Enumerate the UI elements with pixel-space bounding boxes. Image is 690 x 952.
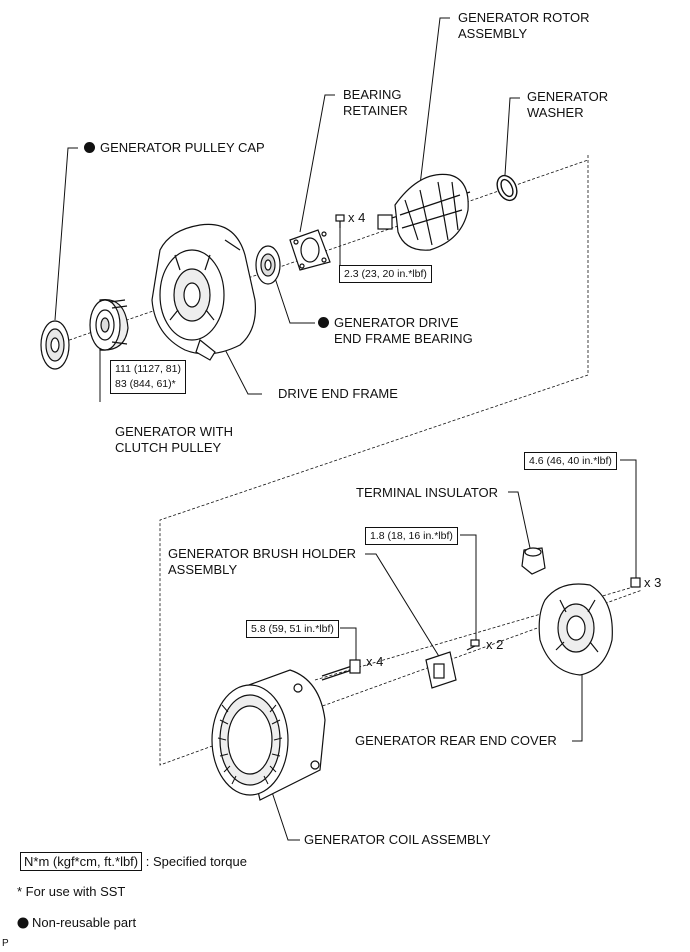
legend-torque: N*m (kgf*cm, ft.*lbf) : Specified torque — [20, 852, 247, 871]
leader-brush-holder — [365, 553, 441, 659]
label-rear-end-cover: GENERATOR REAR END COVER — [355, 733, 557, 748]
non-reusable-dot-icon — [318, 317, 329, 328]
brush-screw-part — [466, 639, 480, 651]
legend-sst-note: * For use with SST — [17, 884, 126, 899]
terminal-insulator-part — [521, 547, 546, 575]
pulley-cap-part — [40, 320, 70, 370]
label-generator-washer: GENERATOR WASHER — [527, 89, 609, 120]
leader-pulley-cap — [54, 147, 78, 321]
drive-end-bearing-part — [255, 245, 281, 285]
qty-brush-screw: x 2 — [486, 637, 504, 652]
leader-terminal-insulator — [508, 491, 531, 549]
torque-rear-nut: 4.6 (46, 40 in.*lbf) — [524, 452, 617, 470]
torque-clutch-pulley: 111 (1127, 81) 83 (844, 61)* — [110, 360, 186, 394]
qty-retainer-screw: x 4 — [348, 210, 366, 225]
legend-non-reusable: Non-reusable part — [32, 915, 137, 930]
leader-rotor — [419, 17, 450, 186]
torque-brush-screw: 1.8 (18, 16 in.*lbf) — [365, 527, 458, 545]
leader-rear-nut-torque — [620, 459, 637, 580]
non-reusable-dot-icon — [84, 142, 95, 153]
label-pulley-cap: GENERATOR PULLEY CAP — [84, 140, 265, 156]
non-reusable-dot-icon — [17, 917, 29, 929]
retainer-screw-part — [335, 214, 345, 228]
label-terminal-insulator: TERMINAL INSULATOR — [356, 485, 499, 500]
label-bearing-retainer: BEARING RETAINER — [343, 87, 408, 118]
leader-bearing-retainer — [299, 94, 335, 233]
qty-rear-nut: x 3 — [644, 575, 662, 590]
through-bolt-part — [321, 659, 361, 681]
rotor-part — [377, 173, 471, 251]
label-drive-end-frame-bearing: GENERATOR DRIVE END FRAME BEARING — [318, 315, 473, 347]
torque-unit-description: : Specified torque — [145, 854, 247, 869]
label-brush-holder: GENERATOR BRUSH HOLDER ASSEMBLY — [168, 546, 357, 577]
rear-end-cover-part — [538, 583, 613, 676]
clutch-pulley-part — [89, 298, 129, 351]
coil-assembly-part — [211, 669, 326, 801]
torque-unit-box: N*m (kgf*cm, ft.*lbf) — [20, 852, 143, 871]
leader-coil-assembly — [267, 779, 300, 841]
torque-through-bolt: 5.8 (59, 51 in.*lbf) — [246, 620, 339, 638]
leader-brush-torque — [460, 534, 477, 640]
leader-rear-end-cover — [572, 675, 583, 742]
leader-drive-end-bearing — [274, 277, 315, 324]
corner-mark: P — [2, 938, 9, 949]
label-coil-assembly: GENERATOR COIL ASSEMBLY — [304, 832, 491, 847]
label-drive-end-frame: DRIVE END FRAME — [278, 386, 398, 401]
leader-washer — [504, 97, 520, 176]
leader-bolt-torque — [340, 627, 357, 662]
torque-retainer-screw: 2.3 (23, 20 in.*lbf) — [339, 265, 432, 283]
rear-nut-part — [630, 577, 641, 588]
bearing-retainer-part — [289, 229, 331, 271]
brush-holder-part — [425, 651, 457, 689]
drive-end-frame-part — [151, 223, 257, 361]
label-clutch-pulley: GENERATOR WITH CLUTCH PULLEY — [115, 424, 233, 455]
label-rotor-assembly: GENERATOR ROTOR ASSEMBLY — [458, 10, 590, 41]
washer-part — [496, 174, 518, 202]
qty-through-bolt: x 4 — [366, 654, 384, 669]
